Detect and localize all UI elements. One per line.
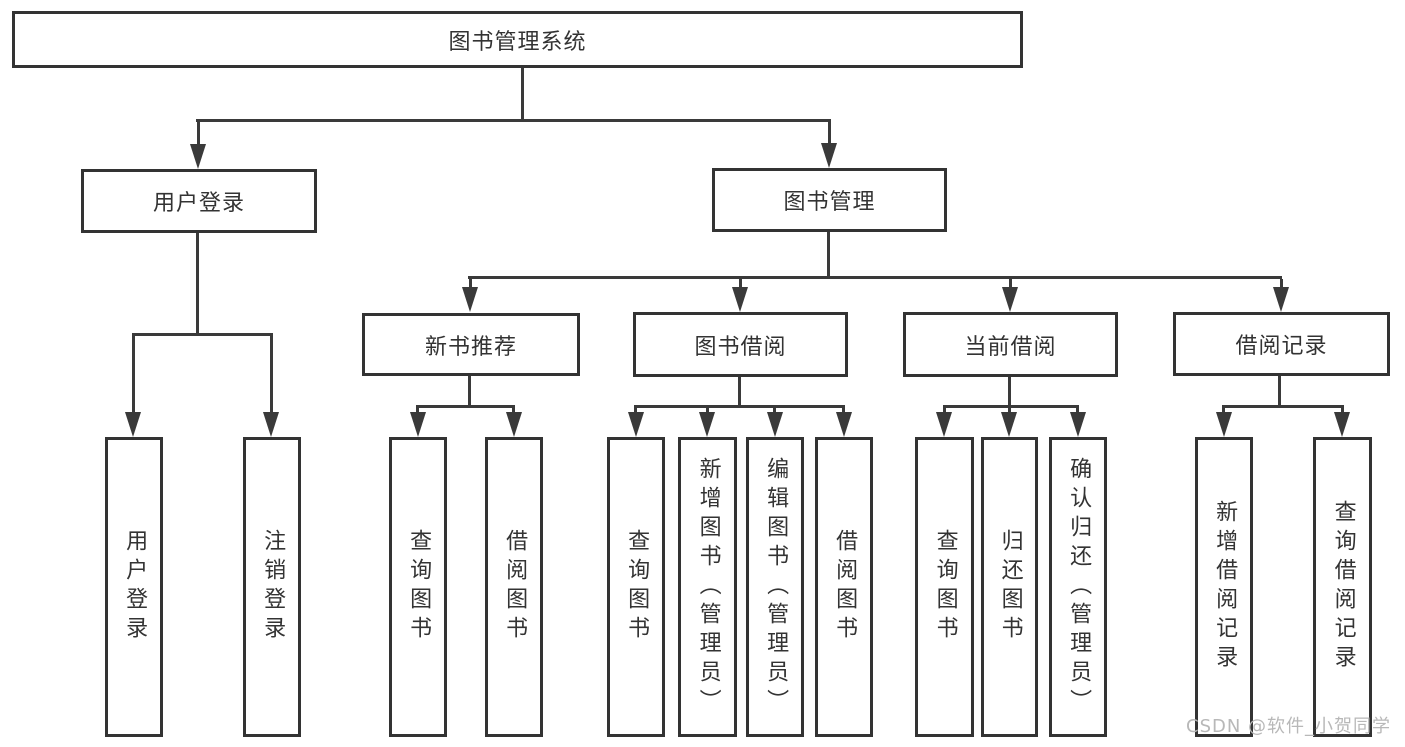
connector-line (270, 336, 273, 414)
arrow-down-icon (1070, 412, 1086, 437)
leaf-borrow-books: 借阅图书 (815, 437, 873, 737)
leaf-user-login: 用户登录 (105, 437, 163, 737)
leaf-logout: 注销登录 (243, 437, 301, 737)
leaf-label: 注销登录 (260, 529, 286, 645)
node-new-book-recommend: 新书推荐 (362, 313, 580, 376)
arrow-down-icon (732, 287, 748, 312)
arrow-down-icon (190, 144, 206, 169)
root-node: 图书管理系统 (12, 11, 1023, 68)
connector-line (468, 376, 471, 408)
leaf-label: 查询借阅记录 (1330, 500, 1356, 674)
connector-line (132, 336, 135, 414)
arrow-down-icon (125, 412, 141, 437)
arrow-down-icon (506, 412, 522, 437)
arrow-down-icon (936, 412, 952, 437)
connector-line (1008, 377, 1011, 408)
leaf-query-books-recommend: 查询图书 (389, 437, 447, 737)
root-node-label: 图书管理系统 (448, 29, 587, 55)
node-label: 新书推荐 (424, 334, 517, 360)
leaf-label: 借阅图书 (832, 529, 858, 645)
leaf-label: 新增借阅记录 (1212, 500, 1238, 674)
connector-line (1009, 279, 1012, 290)
node-label: 图书管理 (783, 190, 876, 215)
arrow-down-icon (263, 412, 279, 437)
connector-line (416, 408, 419, 415)
connector-line (634, 408, 637, 415)
connector-line (634, 405, 845, 408)
leaf-label: 归还图书 (997, 529, 1023, 645)
connector-line (521, 68, 524, 121)
leaf-borrow-books-recommend: 借阅图书 (485, 437, 543, 737)
leaf-label: 编辑图书（管理员） (763, 456, 789, 718)
connector-line (1008, 408, 1011, 415)
leaf-label: 用户登录 (122, 529, 148, 645)
arrow-down-icon (1001, 412, 1017, 437)
connector-line (196, 233, 199, 335)
node-user-login: 用户登录 (81, 169, 317, 233)
arrow-down-icon (1334, 412, 1350, 437)
node-label: 当前借阅 (964, 334, 1057, 360)
arrow-down-icon (410, 412, 426, 437)
arrow-down-icon (1273, 287, 1289, 312)
connector-line (943, 408, 946, 415)
node-label: 用户登录 (152, 191, 245, 216)
connector-line (943, 405, 1079, 408)
node-current-borrow: 当前借阅 (903, 312, 1118, 377)
leaf-query-books-borrow: 查询图书 (607, 437, 665, 737)
leaf-label: 借阅图书 (502, 529, 528, 645)
node-label: 图书借阅 (694, 334, 787, 360)
connector-line (1278, 376, 1281, 408)
arrow-down-icon (821, 143, 837, 168)
leaf-return-books: 归还图书 (981, 437, 1038, 737)
connector-line (739, 279, 742, 290)
connector-line (842, 408, 845, 415)
arrow-down-icon (1002, 287, 1018, 312)
leaf-label: 查询图书 (624, 529, 650, 645)
node-book-borrow: 图书借阅 (633, 312, 848, 377)
connector-line (196, 119, 831, 122)
connector-line (468, 276, 1282, 279)
connector-line (827, 232, 830, 279)
leaf-add-borrow-record: 新增借阅记录 (1195, 437, 1253, 737)
node-book-management: 图书管理 (712, 168, 947, 232)
leaf-query-borrow-record: 查询借阅记录 (1313, 437, 1372, 737)
leaf-edit-book-admin: 编辑图书（管理员） (746, 437, 804, 737)
connector-line (512, 408, 515, 415)
arrow-down-icon (836, 412, 852, 437)
leaf-query-books-current: 查询图书 (915, 437, 974, 737)
arrow-down-icon (767, 412, 783, 437)
connector-line (1280, 279, 1283, 290)
leaf-label: 查询图书 (406, 529, 432, 645)
leaf-label: 查询图书 (932, 529, 958, 645)
connector-line (828, 121, 831, 145)
arrow-down-icon (628, 412, 644, 437)
connector-line (773, 408, 776, 415)
arrow-down-icon (699, 412, 715, 437)
connector-line (132, 333, 273, 336)
connector-line (1222, 408, 1225, 415)
connector-line (197, 121, 200, 146)
connector-line (416, 405, 515, 408)
node-label: 借阅记录 (1235, 334, 1328, 359)
arrow-down-icon (462, 287, 478, 312)
leaf-confirm-return-admin: 确认归还（管理员） (1049, 437, 1107, 737)
connector-line (738, 377, 741, 408)
leaf-label: 新增图书（管理员） (695, 456, 721, 718)
watermark: CSDN @软件_小贺同学 (1186, 716, 1392, 737)
arrow-down-icon (1216, 412, 1232, 437)
leaf-label: 确认归还（管理员） (1066, 456, 1092, 718)
leaf-add-book-admin: 新增图书（管理员） (678, 437, 737, 737)
connector-line (1076, 408, 1079, 415)
connector-line (706, 408, 709, 415)
connector-line (1222, 405, 1344, 408)
node-borrow-records: 借阅记录 (1173, 312, 1390, 376)
connector-line (469, 279, 472, 290)
connector-line (1341, 408, 1344, 415)
